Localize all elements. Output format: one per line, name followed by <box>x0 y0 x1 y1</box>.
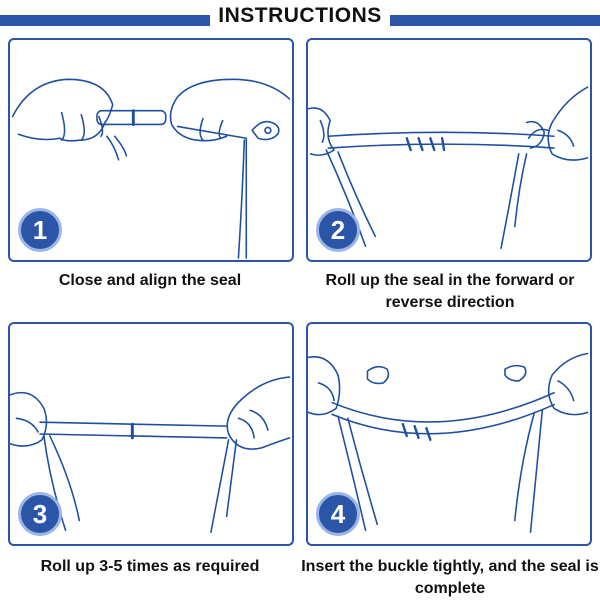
instructions-header: INSTRUCTIONS <box>0 0 600 32</box>
step-3-caption: Roll up 3-5 times as required <box>40 558 260 575</box>
step-4-illustration <box>308 352 589 533</box>
step-2-illustration <box>308 86 589 249</box>
step-3-illustration <box>10 376 291 533</box>
step-1-illustration <box>11 78 291 259</box>
step-2-panel: 2 <box>306 38 592 262</box>
page-title: INSTRUCTIONS <box>210 4 390 27</box>
step-3-panel: 3 <box>8 322 294 546</box>
step-3-badge: 3 <box>18 492 62 536</box>
step-2-badge: 2 <box>316 208 360 252</box>
step-2-caption: Roll up the seal in the forward or rever… <box>325 272 575 311</box>
step-4-panel: 4 <box>306 322 592 546</box>
step-4-badge: 4 <box>316 492 360 536</box>
step-1-panel: 1 <box>8 38 294 262</box>
step-1-caption: Close and align the seal <box>58 272 242 289</box>
step-1-badge: 1 <box>18 208 62 252</box>
step-4-caption: Insert the buckle tightly, and the seal … <box>301 558 599 597</box>
